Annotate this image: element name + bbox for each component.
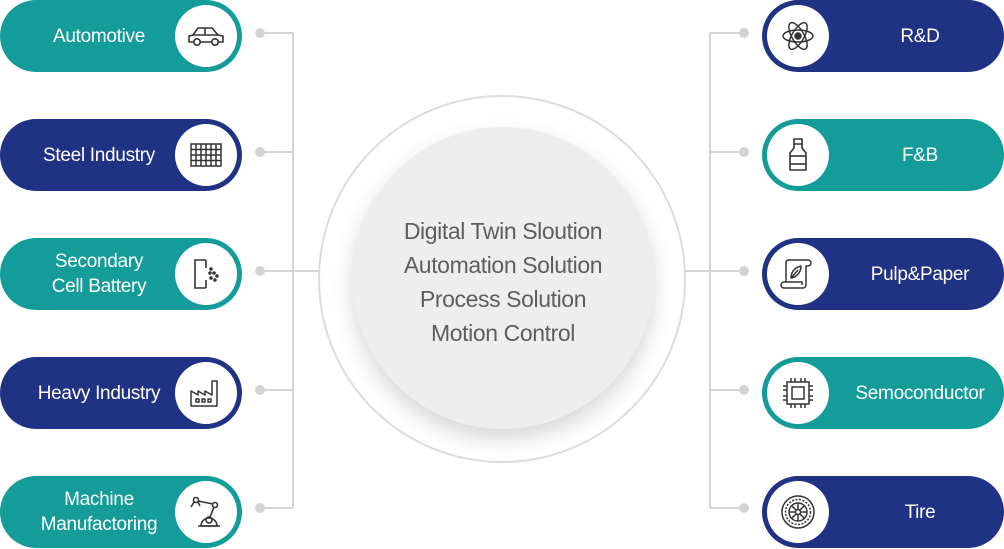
industry-label: Automotive [52, 25, 146, 47]
icon-badge [767, 362, 829, 424]
center-line-1: Digital Twin Sloution [403, 218, 603, 244]
connector-dot [255, 147, 265, 157]
connector-dot [739, 385, 749, 395]
tire-icon [781, 495, 815, 529]
center-line-2: Automation Solution [403, 252, 603, 278]
center-line-3: Process Solution [419, 286, 587, 312]
connector-dot [739, 266, 749, 276]
industry-label: Steel Industry [43, 144, 155, 166]
industry-label: R&D [900, 25, 940, 47]
center-solutions-text: Digital Twin Sloution Automation Solutio… [352, 214, 654, 350]
icon-badge [175, 124, 237, 186]
connector-dot [255, 28, 265, 38]
icon-badge [767, 5, 829, 67]
icon-badge [767, 124, 829, 186]
center-line-4: Motion Control [431, 320, 575, 346]
car-icon [188, 27, 224, 46]
icon-badge [175, 5, 237, 67]
industry-label: Tire [904, 501, 936, 523]
industry-rnd[interactable]: R&D [762, 0, 1004, 72]
atom-icon [782, 21, 814, 51]
connector-dot [739, 147, 749, 157]
icon-badge [767, 243, 829, 305]
industry-label: Heavy Industry [37, 382, 161, 404]
connector-dot [255, 385, 265, 395]
industry-steel[interactable]: Steel Industry [0, 119, 242, 191]
bottle-icon [789, 138, 807, 171]
paper-scroll-icon [780, 259, 812, 289]
center-hub [352, 127, 654, 429]
battery-cell-icon [194, 259, 219, 289]
industry-label: F&B [901, 144, 939, 166]
industry-machine-manufactoring[interactable]: Machine Manufactoring [0, 476, 242, 548]
icon-badge [175, 362, 237, 424]
robot-arm-icon [190, 496, 220, 527]
icon-badge [767, 481, 829, 543]
industry-pulp-paper[interactable]: Pulp&Paper [762, 238, 1004, 310]
industry-automotive[interactable]: Automotive [0, 0, 242, 72]
connector-dot [739, 28, 749, 38]
industry-fnb[interactable]: F&B [762, 119, 1004, 191]
factory-icon [190, 380, 218, 407]
connector-dot [255, 266, 265, 276]
steel-grid-icon [190, 143, 222, 167]
industry-label: Secondary Cell Battery [51, 251, 147, 297]
chip-icon [783, 378, 813, 408]
connector-dot [739, 503, 749, 513]
industry-label: Machine Manufactoring [40, 489, 158, 535]
industry-secondary-cell-battery[interactable]: Secondary Cell Battery [0, 238, 242, 310]
industry-label: Semoconductor [855, 382, 985, 404]
icon-badge [175, 243, 237, 305]
industry-semoconductor[interactable]: Semoconductor [762, 357, 1004, 429]
industry-tire[interactable]: Tire [762, 476, 1004, 548]
industry-label: Pulp&Paper [870, 263, 970, 285]
connector-dot [255, 503, 265, 513]
industry-heavy[interactable]: Heavy Industry [0, 357, 242, 429]
icon-badge [175, 481, 237, 543]
